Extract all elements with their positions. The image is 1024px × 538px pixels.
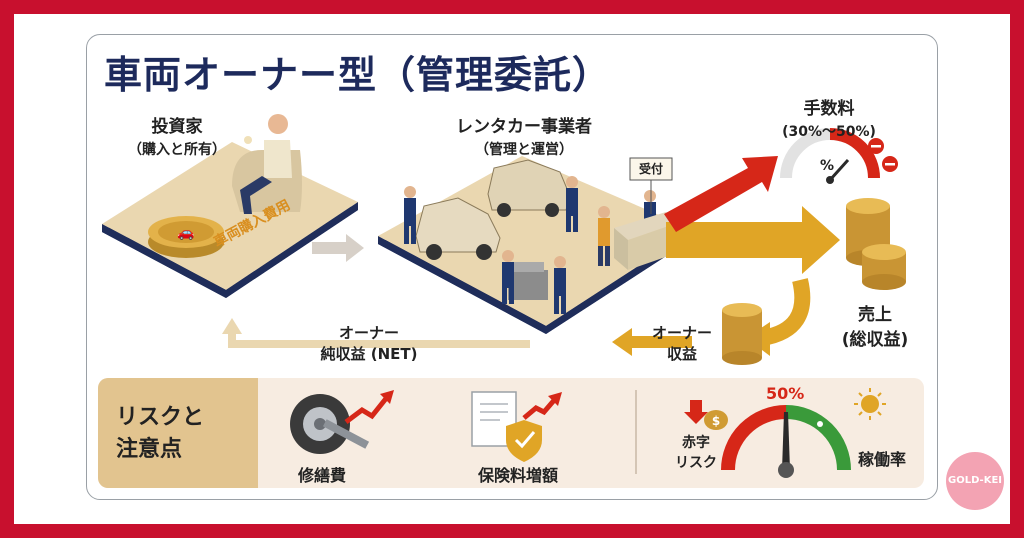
fee-gauge-symbol: %: [820, 158, 835, 174]
loss-risk-label: 赤字 リスク: [668, 432, 724, 472]
risk-title: リスクと 注意点: [116, 402, 204, 466]
counter-sign: 受付: [638, 162, 663, 176]
coin-icon: 🚗: [148, 216, 224, 258]
fee-title: 手数料: [803, 99, 855, 119]
loss-risk-line2: リスク: [675, 455, 717, 471]
sales-subtitle: (総収益): [841, 330, 909, 350]
flow-arrow-investor-to-operator: [312, 234, 364, 262]
loss-risk-line1: 赤字: [682, 435, 710, 451]
revenue-arrow: [666, 206, 840, 274]
owner-net-line2: 純収益 (NET): [320, 345, 418, 363]
insurance-document-icon: [471, 391, 562, 462]
investor-label: 投資家 （購入と所有）: [112, 112, 242, 159]
operator-title: レンタカー事業者: [456, 117, 592, 137]
risk-header: リスクと 注意点: [98, 378, 258, 488]
sales-title: 売上: [858, 305, 892, 325]
owner-net-line1: オーナー: [338, 324, 399, 342]
risk-item-repair: 修繕費: [298, 466, 347, 485]
mechanic-figures: [404, 176, 656, 314]
fee-label: 手数料 (30%〜50%): [774, 94, 884, 141]
investor-title: 投資家: [151, 117, 203, 137]
owner-net-label: オーナー 純収益 (NET): [294, 322, 444, 364]
rental-car-1: [415, 197, 501, 260]
sun-icon: [854, 388, 886, 420]
sales-coin-stack: [846, 198, 906, 290]
utilization-gauge: [721, 405, 851, 478]
gold-kei-badge: GOLD-KEI: [946, 452, 1004, 510]
operator-subtitle: （管理と運営）: [475, 142, 573, 158]
risk-title-line1: リスクと: [116, 405, 205, 430]
fee-subtitle: (30%〜50%): [782, 124, 876, 140]
investor-subtitle: （購入と所有）: [128, 142, 226, 158]
gauge-percent-label: 50%: [766, 384, 805, 403]
net-return-line: [222, 318, 530, 348]
engine-block: [508, 262, 548, 300]
risk-item-insurance: 保険料増額: [478, 466, 559, 485]
investor-figure: [232, 114, 302, 214]
owner-coin-stack: [722, 303, 762, 365]
owner-revenue-label: オーナー 収益: [642, 322, 722, 364]
rental-car-2: [487, 159, 571, 217]
fee-arrow: [664, 156, 778, 232]
fee-gauge: [780, 128, 880, 184]
tire-wrench-icon: [290, 390, 394, 454]
operator-label: レンタカー事業者 （管理と運営）: [434, 112, 614, 159]
sales-label: 売上 (総収益): [830, 300, 920, 350]
risk-title-line2: 注意点: [116, 437, 183, 462]
owner-revenue-line1: オーナー: [651, 324, 712, 342]
svg-text:$: $: [712, 414, 720, 428]
gauge-needle: [782, 412, 790, 470]
utilization-label: 稼働率: [858, 450, 907, 469]
owner-revenue-left-arrow: [612, 328, 692, 356]
minus-icon: [868, 138, 898, 172]
svg-text:🚗: 🚗: [177, 225, 194, 241]
owner-revenue-line2: 収益: [666, 345, 697, 363]
page-title: 車両オーナー型（管理委託）: [104, 53, 612, 97]
loss-risk-icon: $: [684, 400, 728, 430]
